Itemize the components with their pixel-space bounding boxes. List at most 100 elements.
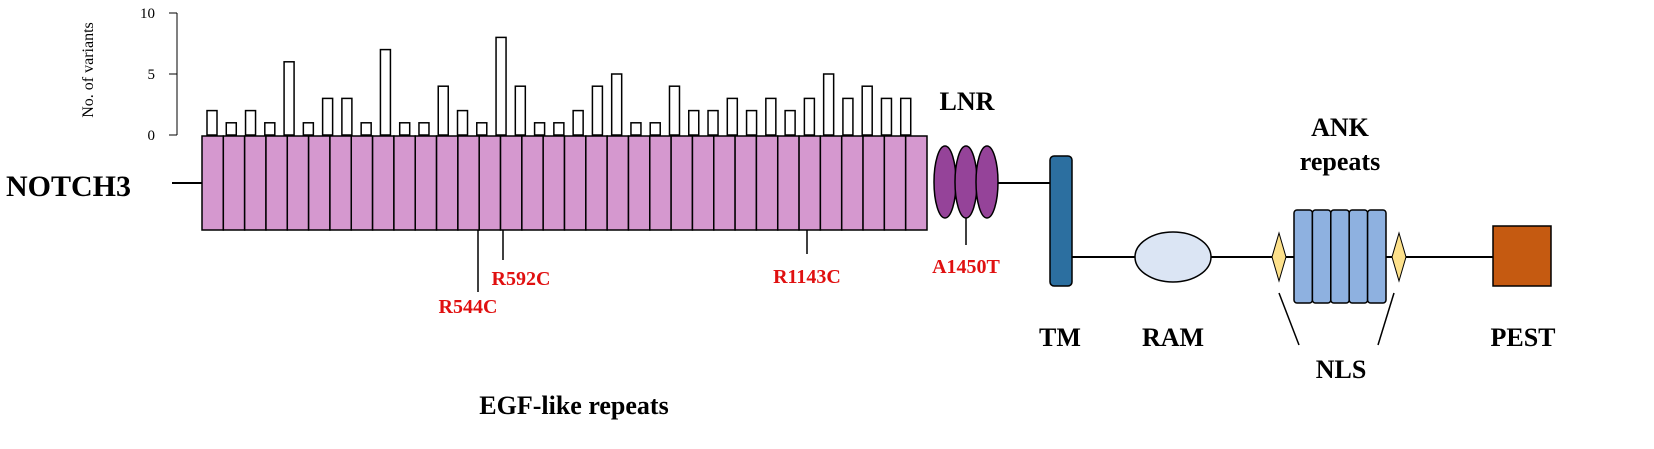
histogram-bar <box>765 97 777 136</box>
egf-repeat <box>201 135 225 231</box>
egf-repeat <box>840 135 864 231</box>
egf-repeat <box>371 135 395 231</box>
histogram-bar <box>842 97 854 136</box>
histogram-bar <box>476 122 488 136</box>
egf-repeat <box>329 135 353 231</box>
egf-repeat <box>499 135 523 231</box>
histogram-tick-label-0: 0 <box>148 128 156 144</box>
histogram-bar <box>264 122 276 136</box>
histogram-bar <box>784 109 796 136</box>
egf-repeat <box>457 135 480 231</box>
nls-pointer-left <box>1278 292 1300 346</box>
histogram-bar <box>321 97 334 136</box>
egf-repeat <box>734 135 758 231</box>
histogram-bar <box>302 122 315 136</box>
protein-name: NOTCH3 <box>6 170 131 203</box>
egf-repeat <box>222 135 246 231</box>
variant-r592c-label: R592C <box>492 268 551 290</box>
egf-label: EGF-like repeats <box>479 391 668 420</box>
ank-repeat <box>1311 209 1332 304</box>
egf-repeat <box>713 135 736 231</box>
histogram-bar <box>206 109 218 136</box>
histogram-bar <box>649 122 661 136</box>
egf-repeat <box>627 135 651 231</box>
variant-histogram: No. of variants 10 5 0 <box>80 6 912 144</box>
histogram-bar <box>745 109 758 136</box>
histogram-bar <box>630 122 642 136</box>
egf-repeat <box>243 135 267 231</box>
egf-repeat <box>883 135 907 231</box>
histogram-ylabel: No. of variants <box>80 22 97 118</box>
ank-repeat <box>1366 209 1387 304</box>
lnr-domain <box>954 145 978 219</box>
egf-repeat <box>563 135 587 231</box>
histogram-bar <box>707 109 719 136</box>
histogram-bar <box>225 122 238 136</box>
variant-r1143c-label: R1143C <box>773 266 841 288</box>
histogram-bar <box>341 97 353 136</box>
nls-right-diamond <box>1391 231 1407 283</box>
histogram-bar <box>379 48 392 136</box>
lnr-label: LNR <box>940 87 995 116</box>
ank-repeat <box>1293 209 1314 304</box>
histogram-tick-label-10: 10 <box>140 6 155 22</box>
histogram-bar <box>360 122 372 136</box>
histogram-bar <box>899 97 912 136</box>
ram-label: RAM <box>1142 323 1204 352</box>
egf-repeat <box>435 135 459 231</box>
ank-repeat <box>1330 209 1350 304</box>
egf-repeat <box>393 135 416 231</box>
histogram-bar <box>591 85 604 136</box>
lnr-domain <box>975 145 999 219</box>
tm-label: TM <box>1039 323 1081 352</box>
egf-repeat <box>862 135 886 231</box>
lnr-domains <box>933 145 999 219</box>
lnr-domain <box>933 145 957 219</box>
egf-repeat <box>904 135 928 231</box>
egf-repeat <box>286 135 310 231</box>
histogram-bar <box>437 85 449 136</box>
egf-repeat <box>691 135 715 231</box>
histogram-bar <box>418 122 430 136</box>
ank-repeat <box>1348 209 1369 304</box>
nls-left-diamond <box>1271 231 1287 283</box>
histogram-bar <box>533 122 546 136</box>
variant-r544c-label: R544C <box>439 296 498 318</box>
egf-repeat <box>755 135 779 231</box>
histogram-bar <box>668 85 681 136</box>
histogram-tick-label-5: 5 <box>148 67 156 83</box>
egf-repeat <box>670 135 694 231</box>
nls-pointer-right <box>1377 292 1395 346</box>
ram-domain <box>1134 231 1212 283</box>
histogram-bars <box>206 36 912 136</box>
histogram-bar <box>610 73 623 136</box>
histogram-bar <box>398 122 411 136</box>
histogram-bar <box>726 97 739 136</box>
egf-repeat <box>265 135 289 231</box>
variant-markers: R544C R592C R1143C A1450T <box>439 218 1001 318</box>
pest-domain <box>1492 225 1552 287</box>
histogram-bar <box>572 109 584 136</box>
histogram-bar <box>861 85 873 136</box>
egf-repeat <box>521 135 544 231</box>
egf-repeat <box>606 135 630 231</box>
ank-label-line1: ANK <box>1311 113 1370 142</box>
histogram-bar <box>514 85 527 136</box>
ank-label-line2: repeats <box>1300 147 1380 176</box>
tm-domain <box>1049 155 1073 287</box>
egf-repeat <box>350 135 374 231</box>
histogram-bar <box>688 109 700 136</box>
egf-repeat <box>798 135 822 231</box>
egf-repeat <box>414 135 438 231</box>
egf-repeat <box>649 135 672 231</box>
histogram-bar <box>283 61 295 136</box>
variant-a1450t-label: A1450T <box>932 256 1000 278</box>
egf-repeat <box>307 135 331 231</box>
ank-repeats <box>1293 209 1387 304</box>
egf-repeat <box>776 135 800 231</box>
egf-like-repeats <box>201 135 928 231</box>
histogram-bar <box>803 97 816 136</box>
histogram-bar <box>822 73 835 136</box>
histogram-bar <box>495 36 507 136</box>
